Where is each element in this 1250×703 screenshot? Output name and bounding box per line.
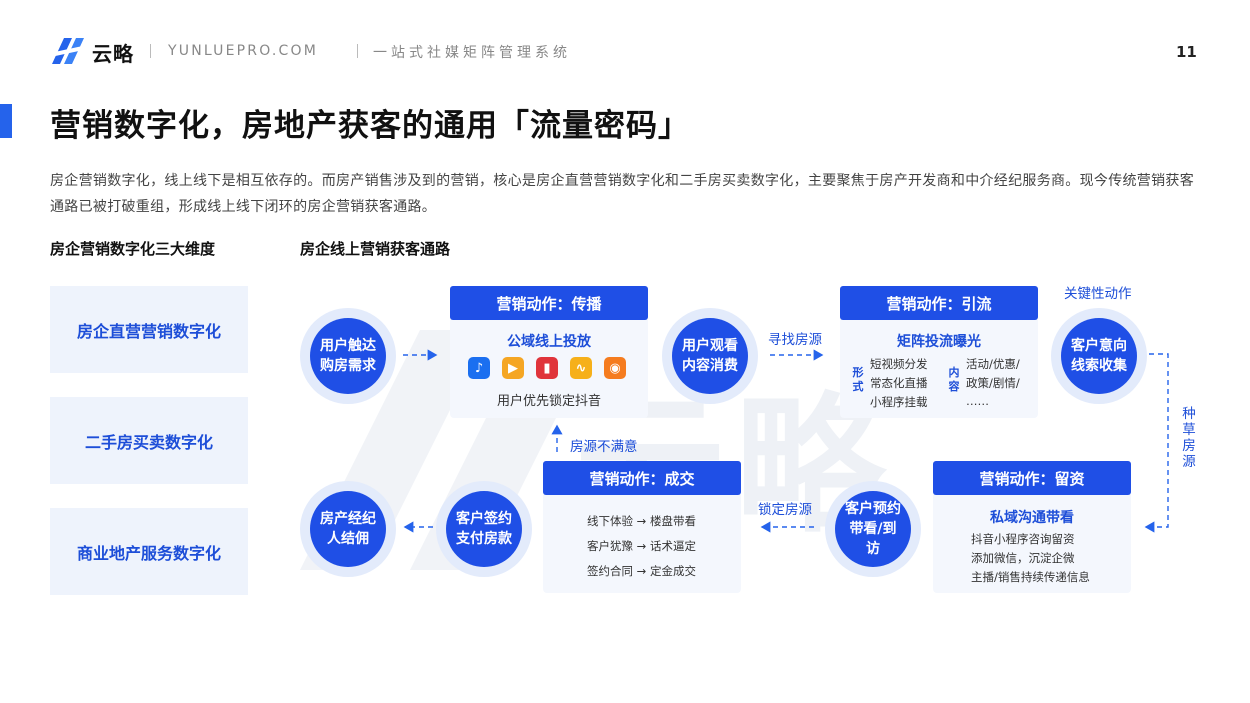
brand-name: 云略: [92, 42, 134, 66]
kuaishou-icon: ▶: [502, 357, 524, 379]
retain-line: 抖音小程序咨询留资: [971, 532, 1075, 546]
xiaohongshu-icon: ▮: [536, 357, 558, 379]
card-title: 营销动作：传播: [450, 286, 648, 320]
step-commission: 房产经纪人结佣: [310, 491, 386, 567]
form-line: 短视频分发: [870, 357, 928, 371]
step-lead-collect: 客户意向线索收集: [1061, 318, 1137, 394]
form-tag: 形式: [852, 366, 864, 393]
step-label: 客户意向线索收集: [1071, 338, 1127, 374]
card-title: 营销动作：留资: [933, 461, 1131, 495]
step-label: 客户预约带看/到访: [845, 501, 901, 557]
content-tag: 内容: [948, 366, 960, 393]
step-label: 客户签约支付房款: [456, 511, 512, 547]
label-find-house: 寻找房源: [768, 332, 822, 348]
douyin-icon: ♪: [468, 357, 490, 379]
content-line: 政策/剧情/: [966, 376, 1020, 390]
step-sign-pay: 客户签约支付房款: [446, 491, 522, 567]
card-retain: 营销动作：留资 私域沟通带看 抖音小程序咨询留资 添加微信，沉淀企微 主播/销售…: [933, 461, 1131, 593]
card-deal: 营销动作：成交 线下体验 → 楼盘带看 客户犹豫 → 话术逼定 签约合同 → 定…: [543, 461, 741, 593]
label-lock-house: 锁定房源: [758, 502, 812, 518]
form-line: 常态化直播: [870, 376, 928, 390]
step-label: 房产经纪人结佣: [320, 511, 376, 547]
dimension-commercial: 商业地产服务数字化: [50, 508, 248, 595]
step-user-reach: 用户触达购房需求: [310, 318, 386, 394]
content-line: ……: [966, 394, 989, 408]
card-subtitle: 私域沟通带看: [990, 510, 1074, 526]
dimension-direct-sales: 房企直营营销数字化: [50, 286, 248, 373]
page-title: 营销数字化，房地产获客的通用「流量密码」: [50, 108, 690, 144]
step-label: 用户触达购房需求: [320, 338, 376, 374]
deal-line: 线下体验 → 楼盘带看: [587, 514, 696, 528]
dimensions-heading: 房企营销数字化三大维度: [50, 240, 216, 258]
card-traffic: 营销动作：引流 矩阵投流曝光 形式 短视频分发 常态化直播 小程序挂载 内容 活…: [840, 286, 1038, 418]
step-content-consume: 用户观看内容消费: [672, 318, 748, 394]
deal-line: 客户犹豫 → 话术逼定: [587, 539, 696, 553]
label-unsatisfied: 房源不满意: [570, 439, 638, 455]
page-number: 11: [1176, 43, 1197, 61]
card-spread: 营销动作：传播 公域线上投放 ♪ ▶ ▮ ∿ ◉ 用户优先锁定抖音: [450, 286, 648, 418]
label-key-action: 关键性动作: [1064, 286, 1132, 302]
funnel-heading: 房企线上营销获客通路: [300, 240, 451, 258]
platform-icons: ♪ ▶ ▮ ∿ ◉: [468, 357, 626, 379]
title-accent-bar: [0, 104, 12, 138]
form-line: 小程序挂载: [870, 395, 928, 409]
label-seed-house: 种草房源: [1182, 406, 1196, 470]
retain-line: 主播/销售持续传递信息: [971, 570, 1090, 584]
slogan: 一站式社媒矩阵管理系统: [373, 45, 571, 61]
site-url: YUNLUEPRO.COM: [168, 43, 319, 59]
step-visit: 客户预约带看/到访: [835, 491, 911, 567]
card-subtitle: 公域线上投放: [507, 334, 591, 350]
header-divider: [357, 44, 358, 58]
header-divider: [150, 44, 151, 58]
wechat-channels-icon: ∿: [570, 357, 592, 379]
step-label: 用户观看内容消费: [682, 338, 738, 374]
weibo-icon: ◉: [604, 357, 626, 379]
card-title: 营销动作：成交: [543, 461, 741, 495]
card-subtitle: 矩阵投流曝光: [897, 334, 981, 350]
retain-line: 添加微信，沉淀企微: [971, 551, 1075, 565]
yunlue-logo-icon: [52, 38, 85, 64]
card-title: 营销动作：引流: [840, 286, 1038, 320]
deal-line: 签约合同 → 定金成交: [587, 564, 696, 578]
content-line: 活动/优惠/: [966, 357, 1020, 371]
intro-paragraph: 房企营销数字化，线上线下是相互依存的。而房产销售涉及到的营销，核心是房企直营营销…: [50, 173, 1194, 215]
dimension-second-hand: 二手房买卖数字化: [50, 397, 248, 484]
card-note: 用户优先锁定抖音: [496, 394, 601, 409]
